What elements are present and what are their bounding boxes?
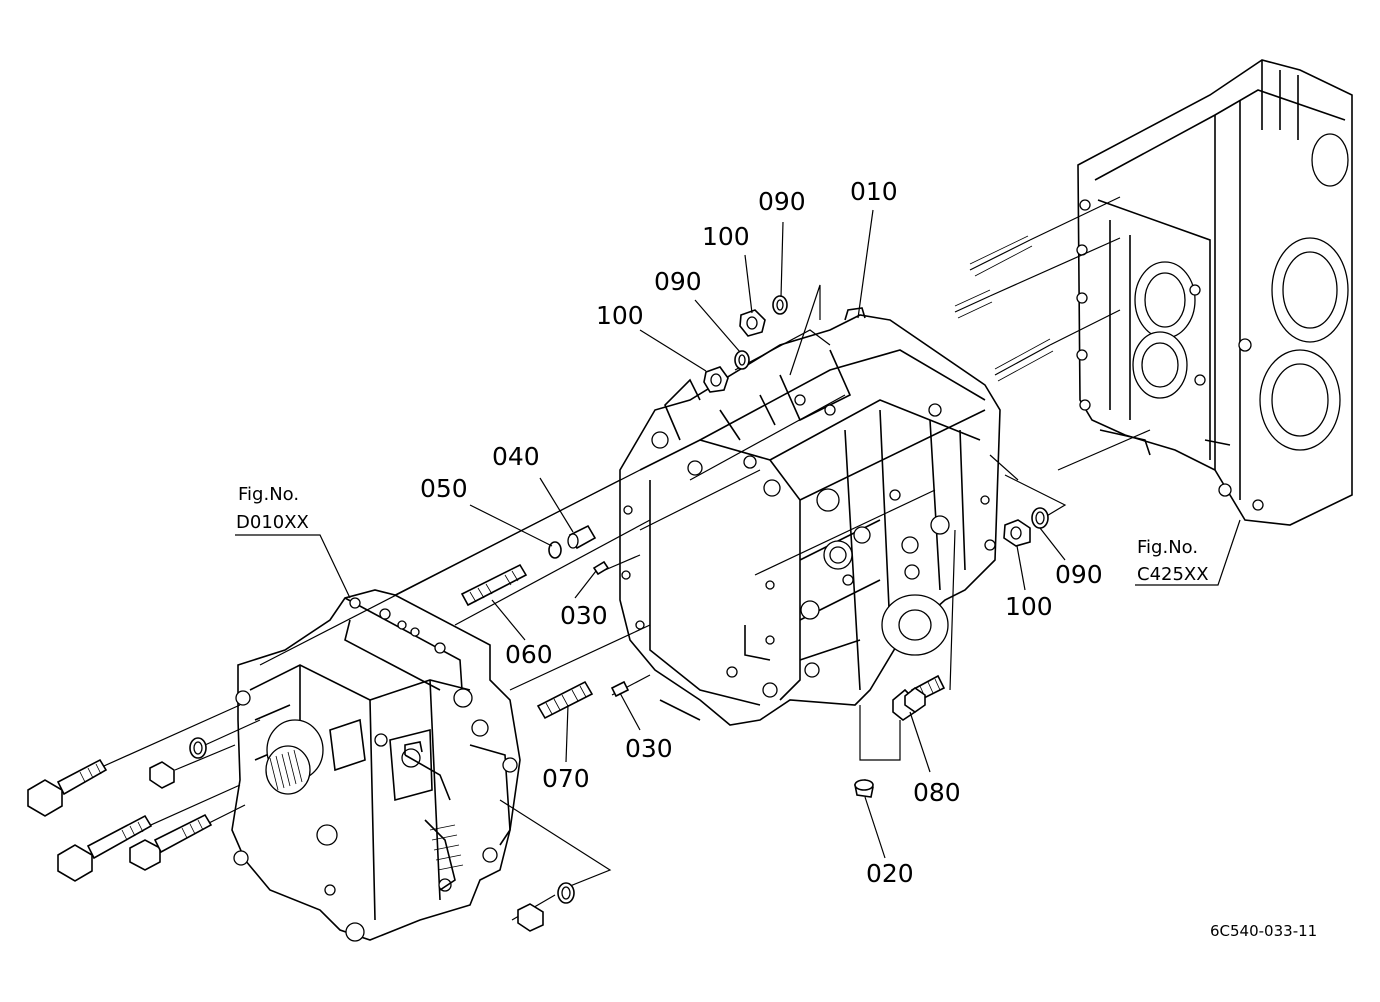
bolt-080 xyxy=(892,674,946,721)
ref-left-code: D010XX xyxy=(236,512,309,533)
o-ring-050 xyxy=(548,541,562,559)
label-020: 020 xyxy=(866,859,914,888)
alignment-lines xyxy=(94,284,1067,921)
ref-left-fig: Fig.No. xyxy=(238,484,299,505)
plug-020 xyxy=(854,779,874,798)
long-bolts-left xyxy=(27,737,575,932)
label-040: 040 xyxy=(492,442,540,471)
label-080: 080 xyxy=(913,778,961,807)
label-050: 050 xyxy=(420,474,468,503)
label-090-right: 090 xyxy=(1055,560,1103,589)
center-case-010 xyxy=(619,307,1001,726)
washer-090-a xyxy=(734,350,750,370)
leader-lines xyxy=(235,209,1241,859)
collar-040 xyxy=(567,524,597,550)
drawing-code: 6C540-033-11 xyxy=(1210,922,1317,940)
studs-right xyxy=(954,196,1151,471)
pin-030-lower xyxy=(610,680,630,698)
label-090-top: 090 xyxy=(758,187,806,216)
label-070: 070 xyxy=(542,764,590,793)
washer-090-b xyxy=(772,295,788,315)
stud-060 xyxy=(460,563,528,607)
label-010: 010 xyxy=(850,177,898,206)
rear-housing-c425xx xyxy=(1076,59,1353,526)
label-100-top: 100 xyxy=(702,222,750,251)
ref-right-code: C425XX xyxy=(1137,564,1209,585)
washer-090-c xyxy=(1031,507,1049,529)
front-case-d010xx xyxy=(231,589,521,942)
label-060: 060 xyxy=(505,640,553,669)
pin-030-upper xyxy=(592,560,610,576)
nut-100-c xyxy=(1003,519,1031,547)
label-090-mid: 090 xyxy=(654,267,702,296)
part-number-labels: 010 090 100 090 100 040 050 030 060 030 … xyxy=(236,177,1317,940)
nut-100-b xyxy=(739,309,766,337)
label-100-left: 100 xyxy=(596,301,644,330)
label-030-lower: 030 xyxy=(625,734,673,763)
label-030-upper: 030 xyxy=(560,601,608,630)
nut-100-a xyxy=(703,366,729,393)
label-100-right: 100 xyxy=(1005,592,1053,621)
stud-070 xyxy=(536,680,594,720)
ref-right-fig: Fig.No. xyxy=(1137,537,1198,558)
